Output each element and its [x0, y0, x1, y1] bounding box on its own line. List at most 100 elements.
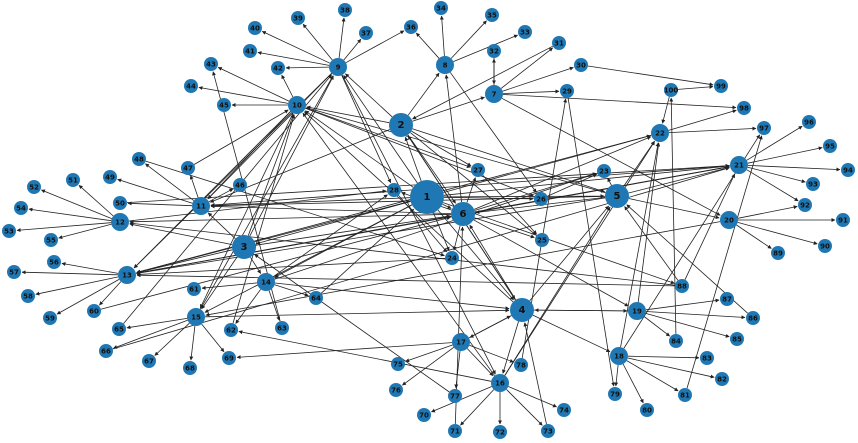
node-58: 58 — [21, 289, 35, 303]
node-label: 88 — [677, 283, 687, 291]
edge-88-21 — [684, 173, 736, 280]
edge-8-35 — [450, 20, 487, 59]
node-circle — [359, 26, 373, 40]
node-circle — [118, 266, 136, 284]
node-label: 8 — [443, 62, 448, 70]
node-78: 78 — [514, 358, 528, 372]
node-label: 19 — [632, 308, 642, 316]
node-53: 53 — [2, 224, 16, 238]
edge-9-16 — [341, 74, 496, 375]
edge-88-12 — [129, 221, 676, 286]
node-label: 82 — [717, 376, 727, 384]
node-label: 37 — [361, 30, 371, 38]
node-51: 51 — [66, 173, 80, 187]
node-circle — [184, 79, 198, 93]
node-label: 72 — [495, 429, 505, 437]
node-32: 32 — [487, 44, 501, 58]
edge-2-7 — [412, 96, 485, 122]
edge-16-62 — [238, 330, 492, 382]
node-circle — [217, 98, 231, 112]
node-96: 96 — [802, 115, 816, 129]
edge-60-6 — [100, 216, 451, 310]
node-circle — [187, 308, 205, 326]
edge-14-62 — [235, 289, 262, 324]
edge-1-10 — [304, 110, 414, 188]
edge-11-50 — [127, 201, 193, 207]
node-label: 58 — [23, 293, 33, 301]
node-label: 50 — [115, 200, 125, 208]
edge-10-27 — [305, 107, 471, 168]
node-4: 4 — [510, 298, 534, 322]
node-circle — [836, 213, 850, 227]
node-circle — [99, 344, 113, 358]
edge-3-9 — [249, 75, 334, 237]
edge-18-80 — [622, 363, 644, 404]
node-label: 21 — [734, 162, 744, 170]
edge-16-71 — [460, 389, 495, 426]
node-9: 9 — [329, 58, 347, 76]
node-circle — [288, 96, 306, 114]
edge-5-23 — [607, 177, 612, 186]
node-circle — [27, 180, 41, 194]
edge-15-9 — [200, 75, 334, 310]
node-circle — [142, 354, 156, 368]
node-label: 95 — [825, 143, 835, 151]
edge-15-4 — [204, 308, 510, 318]
node-75: 75 — [391, 357, 405, 371]
node-41: 41 — [243, 44, 257, 58]
node-71: 71 — [448, 424, 462, 438]
edge-4-16 — [502, 321, 519, 374]
node-label: 30 — [576, 62, 586, 70]
node-74: 74 — [557, 403, 571, 417]
node-circle — [823, 139, 837, 153]
node-circle — [389, 383, 403, 397]
node-label: 59 — [45, 315, 55, 323]
edge-9-42 — [285, 65, 330, 70]
node-label: 87 — [722, 296, 732, 304]
node-59: 59 — [43, 311, 57, 325]
edge-2-10 — [306, 105, 390, 124]
node-label: 84 — [671, 338, 681, 346]
node-circle — [2, 224, 16, 238]
node-90: 90 — [818, 239, 832, 253]
node-circle — [448, 389, 462, 403]
edge-18-22 — [620, 142, 660, 348]
node-45: 45 — [217, 98, 231, 112]
node-label: 66 — [101, 348, 111, 356]
edge-24-13 — [136, 258, 446, 277]
node-22: 22 — [651, 124, 669, 142]
node-72: 72 — [493, 425, 507, 439]
node-circle — [664, 83, 678, 97]
node-label: 14 — [261, 279, 271, 287]
node-label: 100 — [664, 87, 679, 95]
edge-9-37 — [343, 38, 362, 61]
node-circle — [233, 178, 247, 192]
edge-12-52 — [41, 189, 112, 219]
edge-17-16 — [466, 348, 494, 377]
node-label: 32 — [489, 48, 499, 56]
node-circle — [628, 302, 646, 320]
node-label: 47 — [183, 165, 193, 173]
edge-21-93 — [747, 166, 806, 184]
node-91: 91 — [836, 213, 850, 227]
edge-12-55 — [58, 223, 112, 240]
edge-16-10 — [302, 112, 496, 376]
node-label: 68 — [185, 365, 195, 373]
edge-10-11 — [207, 111, 292, 200]
node-circle — [518, 25, 532, 39]
edge-4-18 — [532, 314, 611, 353]
node-label: 48 — [134, 156, 144, 164]
edge-18-79 — [614, 364, 619, 387]
node-label: 53 — [4, 228, 14, 236]
node-label: 20 — [724, 217, 734, 225]
node-circle — [451, 202, 475, 226]
edge-27-25 — [482, 174, 537, 235]
edge-2-27 — [411, 130, 472, 167]
edge-2-8 — [407, 72, 440, 116]
node-84: 84 — [669, 334, 683, 348]
node-label: 4 — [519, 305, 526, 316]
node-73: 73 — [541, 424, 555, 438]
node-85: 85 — [730, 332, 744, 346]
edge-17-4 — [468, 315, 511, 339]
